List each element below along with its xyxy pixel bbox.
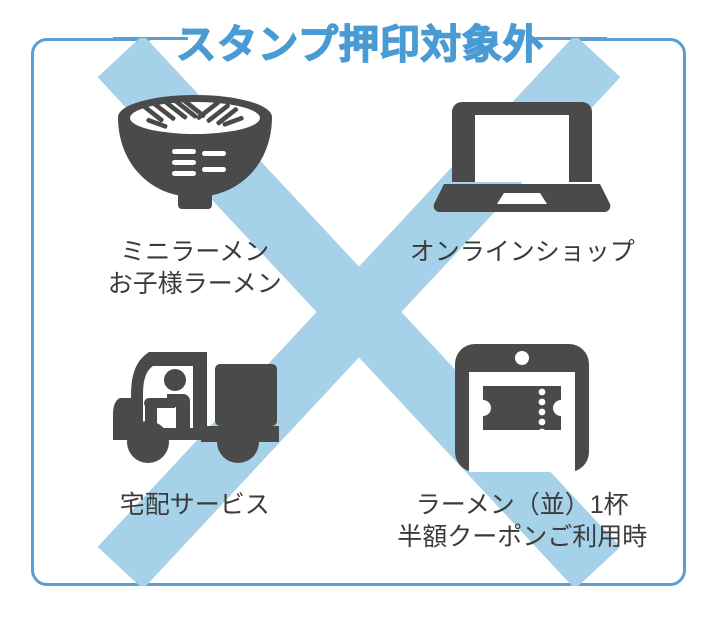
item-caption: ラーメン（並）1杯 半額クーポンご利用時: [397, 489, 647, 553]
item-delivery-service: 宅配サービス: [31, 313, 359, 578]
ramen-bowl-icon: [110, 78, 280, 228]
item-caption: 宅配サービス: [120, 489, 270, 521]
caption-line: 半額クーポンご利用時: [397, 523, 648, 551]
item-online-shop: オンラインショップ: [359, 48, 687, 313]
caption-line: ラーメン（並）1杯: [415, 491, 629, 519]
page-title: スタンプ押印対象外: [175, 22, 544, 68]
item-half-price-coupon: ラーメン（並）1杯 半額クーポンご利用時: [359, 313, 687, 578]
delivery-truck-icon: [105, 331, 285, 481]
item-caption: ミニラーメン お子様ラーメン: [108, 236, 282, 300]
laptop-icon: [432, 78, 612, 228]
smartphone-coupon-icon: [447, 331, 597, 481]
caption-line: ミニラーメン: [120, 238, 270, 266]
caption-line: オンラインショップ: [409, 238, 635, 266]
item-caption: オンラインショップ: [410, 236, 635, 268]
caption-line: お子様ラーメン: [107, 270, 282, 298]
exclusion-items-grid: ミニラーメン お子様ラーメン オンラインショップ: [31, 48, 686, 578]
item-mini-ramen: ミニラーメン お子様ラーメン: [31, 48, 359, 313]
caption-line: 宅配サービス: [119, 491, 270, 519]
